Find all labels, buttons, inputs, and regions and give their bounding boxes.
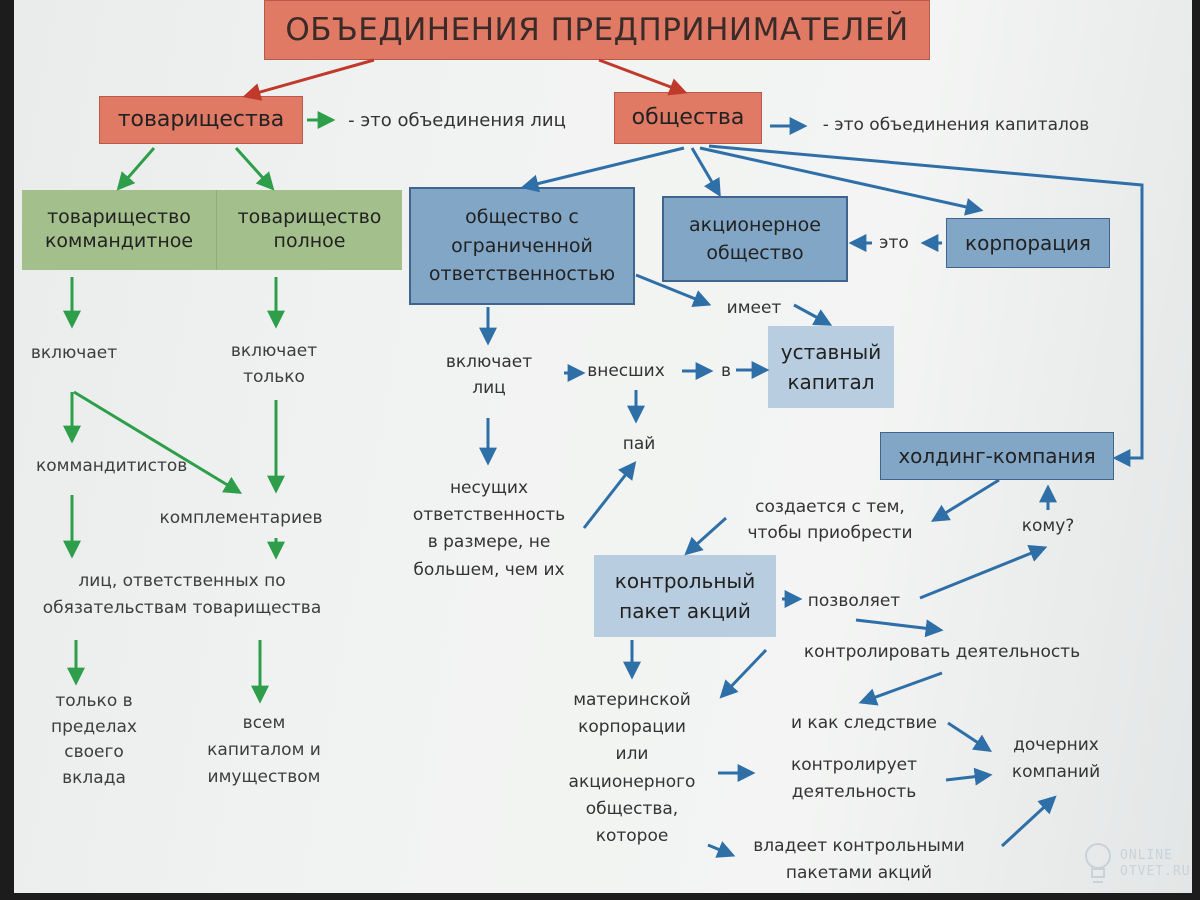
node-limited-partnership: товарищество коммандитное — [22, 190, 216, 270]
node-holding-company: холдинг-компания — [880, 432, 1114, 480]
fp-includes-only-text: включает только — [230, 341, 318, 387]
bearing-liability-text: несущих ответственность в размере, не бо… — [412, 478, 566, 580]
node-jsc: акционерное общество — [662, 196, 848, 282]
arrow-to-jsc — [690, 147, 721, 198]
node-control-package: контрольный пакет акций — [594, 555, 776, 637]
arrow-control-to-consequence — [858, 671, 943, 706]
limited-partners-text: коммандитистов — [36, 456, 188, 476]
is-label: это — [879, 233, 909, 253]
control-activity-text: контролировать деятельность — [803, 642, 1081, 662]
llc-includes-text: включает лиц — [445, 352, 533, 398]
allows-text: позволяет — [807, 591, 901, 611]
watermark: ONLINE OTVET.RU — [1080, 838, 1190, 888]
has-label: имеет — [726, 298, 782, 318]
arrow-layer — [63, 58, 1144, 858]
arrow-owns-to-subsidiaries — [1000, 795, 1057, 848]
into-text: в — [720, 361, 732, 381]
diagram-title: ОБЪЕДИНЕНИЯ ПРЕДПРИНИМАТЕЛЕЙ — [264, 0, 930, 60]
arrow-bearing-to-share — [582, 461, 637, 529]
node-charter-capital: уставный капитал — [768, 326, 894, 408]
within-contribution-text: только в пределах своего вклада — [51, 691, 137, 788]
slide: ОБЪЕДИНЕНИЯ ПРЕДПРИНИМАТЕЛЕЙ товариществ… — [14, 0, 1192, 893]
subsidiaries-text: дочерних компаний — [1011, 735, 1101, 783]
node-partnerships: товарищества — [99, 96, 303, 144]
created-to-acquire-text: создается с тем, чтобы приобрести — [747, 497, 913, 544]
controls-activity-text: контролирует деятельность — [790, 755, 917, 803]
watermark-text: ONLINE OTVET.RU — [1120, 848, 1191, 879]
partnerships-note: - это объединения лиц — [348, 110, 566, 131]
arrow-allows-to-control — [855, 618, 944, 638]
lp-includes-text: включает — [30, 343, 118, 363]
node-societies: общества — [614, 92, 762, 144]
arrow-created-to-package — [684, 516, 728, 556]
arrow-to-full-partnership — [234, 146, 275, 191]
owns-packages-text: владеет контрольными пакетами акций — [753, 836, 965, 884]
arrow-has-to-capital — [793, 303, 833, 326]
general-partners-text: комплементариев — [159, 508, 323, 528]
arrow-title-to-partnerships — [242, 58, 375, 101]
parent-corporation-text: материнской корпорации или акционерного … — [568, 690, 696, 846]
arrow-to-corporation — [699, 146, 984, 216]
arrow-to-holding — [708, 144, 1144, 467]
arrow-package-to-parent — [719, 648, 768, 699]
all-capital-text: всем капиталом и имуществом — [207, 713, 321, 788]
arrow-title-to-societies — [598, 58, 688, 96]
arrow-controls-to-subsidiaries — [945, 767, 993, 786]
contributed-text: внесших — [587, 361, 665, 381]
arrow-llc-to-has — [635, 273, 712, 307]
arrow-holding-to-created — [930, 478, 1000, 522]
node-full-partnership: товарищество полное — [216, 190, 402, 270]
arrow-to-llc — [520, 146, 685, 193]
share-text: пай — [622, 434, 656, 454]
arrow-parent-to-owns — [707, 841, 736, 858]
liable-persons-text: лиц, ответственных по обязательствам тов… — [42, 571, 322, 619]
node-llc: общество с ограниченной ответственностью — [409, 187, 635, 305]
societies-note: - это объединения капиталов — [822, 115, 1090, 135]
node-corporation: корпорация — [946, 218, 1110, 268]
as-consequence-text: и как следствие — [790, 713, 937, 733]
arrow-includes-to-general-partners — [73, 390, 243, 494]
arrow-allows-to-whom — [919, 545, 1048, 600]
arrow-consequence-to-subsidiaries — [947, 721, 993, 752]
to-whom-text: кому? — [1021, 516, 1075, 536]
lightbulb-icon — [1085, 843, 1111, 883]
arrow-to-limited-partnership — [116, 147, 156, 191]
